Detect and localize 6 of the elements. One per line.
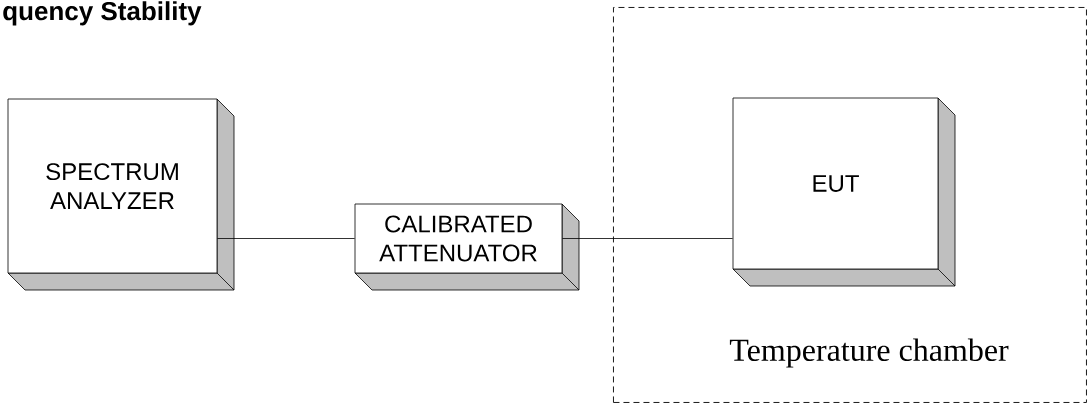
equipment-box: EUT	[732, 97, 956, 287]
equipment-box: CALIBRATED ATTENUATOR	[354, 203, 580, 291]
cable-line	[217, 238, 355, 239]
cable-line	[562, 238, 733, 239]
equipment-box: SPECTRUM ANALYZER	[7, 98, 235, 291]
title: quency Stability	[3, 1, 202, 26]
